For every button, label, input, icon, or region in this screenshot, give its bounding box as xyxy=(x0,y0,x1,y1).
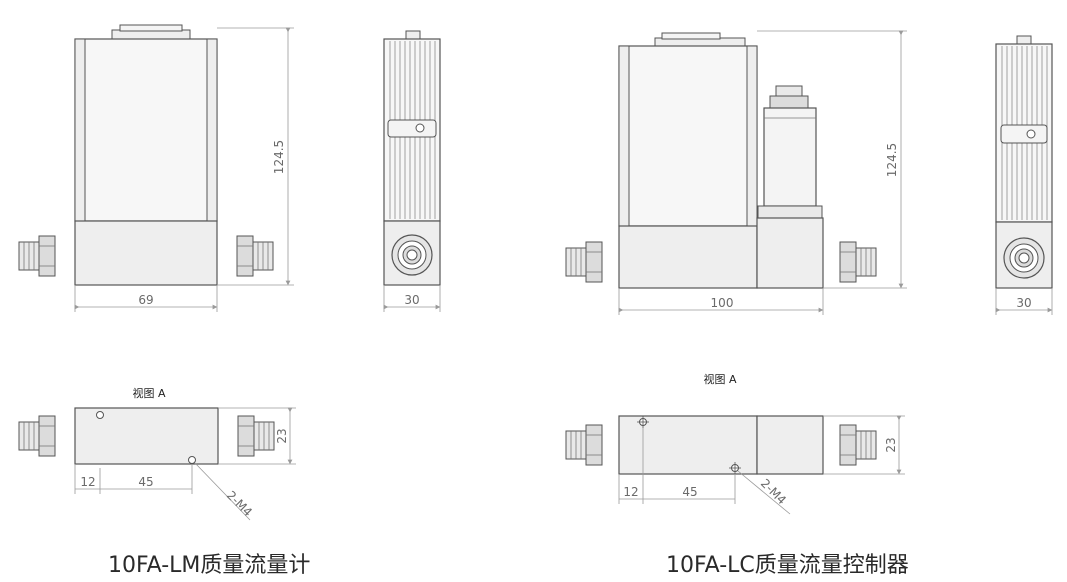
lc-bottom-height-dimension: 23 xyxy=(884,437,898,452)
lc-caption: 10FA-LC质量流量控制器 xyxy=(666,553,909,578)
lm-thread-label: 2-M4 xyxy=(224,488,255,519)
lc-view-a-label: 视图 A xyxy=(703,372,736,386)
lm-side-width-dimension: 30 xyxy=(404,293,419,307)
lc-bottom-offset-dimension: 12 xyxy=(623,485,638,499)
lc-side-width-dimension: 30 xyxy=(1016,296,1031,310)
lc-height-dimension: 124.5 xyxy=(885,143,899,177)
lc-bottom-spacing-dimension: 45 xyxy=(682,485,697,499)
lc-width-dimension: 100 xyxy=(711,296,734,310)
lm-view-a-label: 视图 A xyxy=(132,386,165,400)
lm-side-view xyxy=(383,30,441,312)
lc-side-view xyxy=(995,35,1053,315)
lc-front-view xyxy=(565,30,907,315)
lm-width-dimension: 69 xyxy=(138,293,153,307)
lm-caption: 10FA-LM质量流量计 xyxy=(108,553,311,578)
lm-bottom-view xyxy=(18,407,296,521)
lm-front-view xyxy=(18,24,294,312)
lm-bottom-height-dimension: 23 xyxy=(275,428,289,443)
lm-bottom-spacing-dimension: 45 xyxy=(138,475,153,489)
lm-bottom-offset-dimension: 12 xyxy=(80,475,95,489)
lc-bottom-view xyxy=(565,415,905,515)
lm-height-dimension: 124.5 xyxy=(272,140,286,174)
